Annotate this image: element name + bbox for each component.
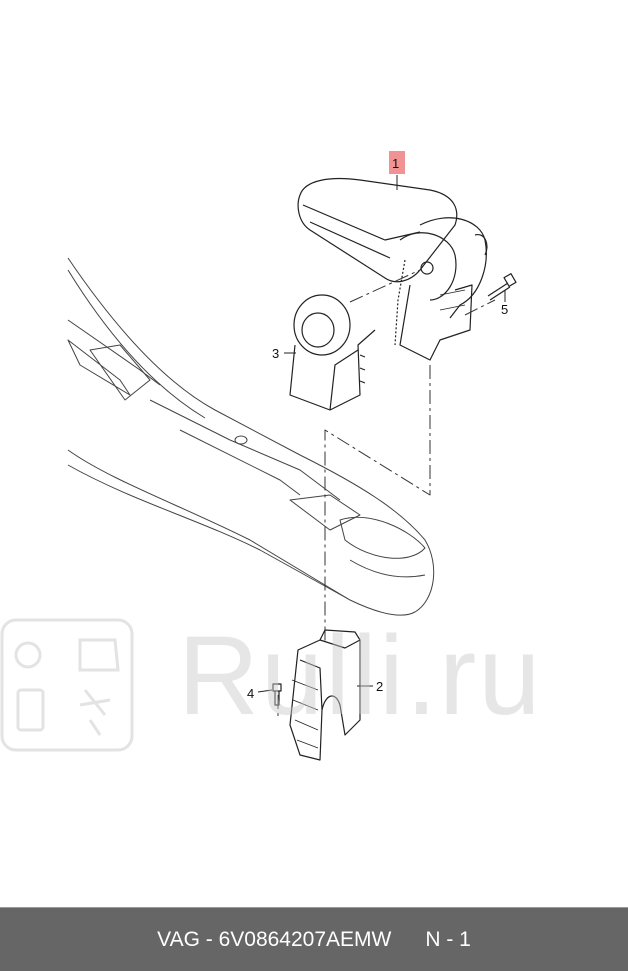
- part-number: VAG - 6V0864207AEMW: [157, 927, 392, 951]
- footer-bar: VAG - 6V0864207AEMW N - 1: [0, 907, 628, 971]
- position-number: N - 1: [425, 927, 471, 951]
- callout-1[interactable]: 1: [392, 156, 399, 171]
- bracket: [289, 629, 361, 761]
- callout-3[interactable]: 3: [272, 346, 279, 361]
- callout-4[interactable]: 4: [247, 686, 254, 701]
- center-console: [67, 257, 435, 616]
- callout-2[interactable]: 2: [376, 679, 383, 694]
- callout-5[interactable]: 5: [501, 302, 508, 317]
- armrest-lid: [297, 177, 488, 361]
- parts-diagram: 1 2 3 4 5: [67, 151, 517, 761]
- watermark-text: Rulli.ru: [178, 613, 543, 738]
- screw-5: [487, 273, 517, 301]
- screw-4: [272, 683, 282, 706]
- insert-part: [289, 294, 376, 411]
- callout-1-highlight: [389, 151, 405, 174]
